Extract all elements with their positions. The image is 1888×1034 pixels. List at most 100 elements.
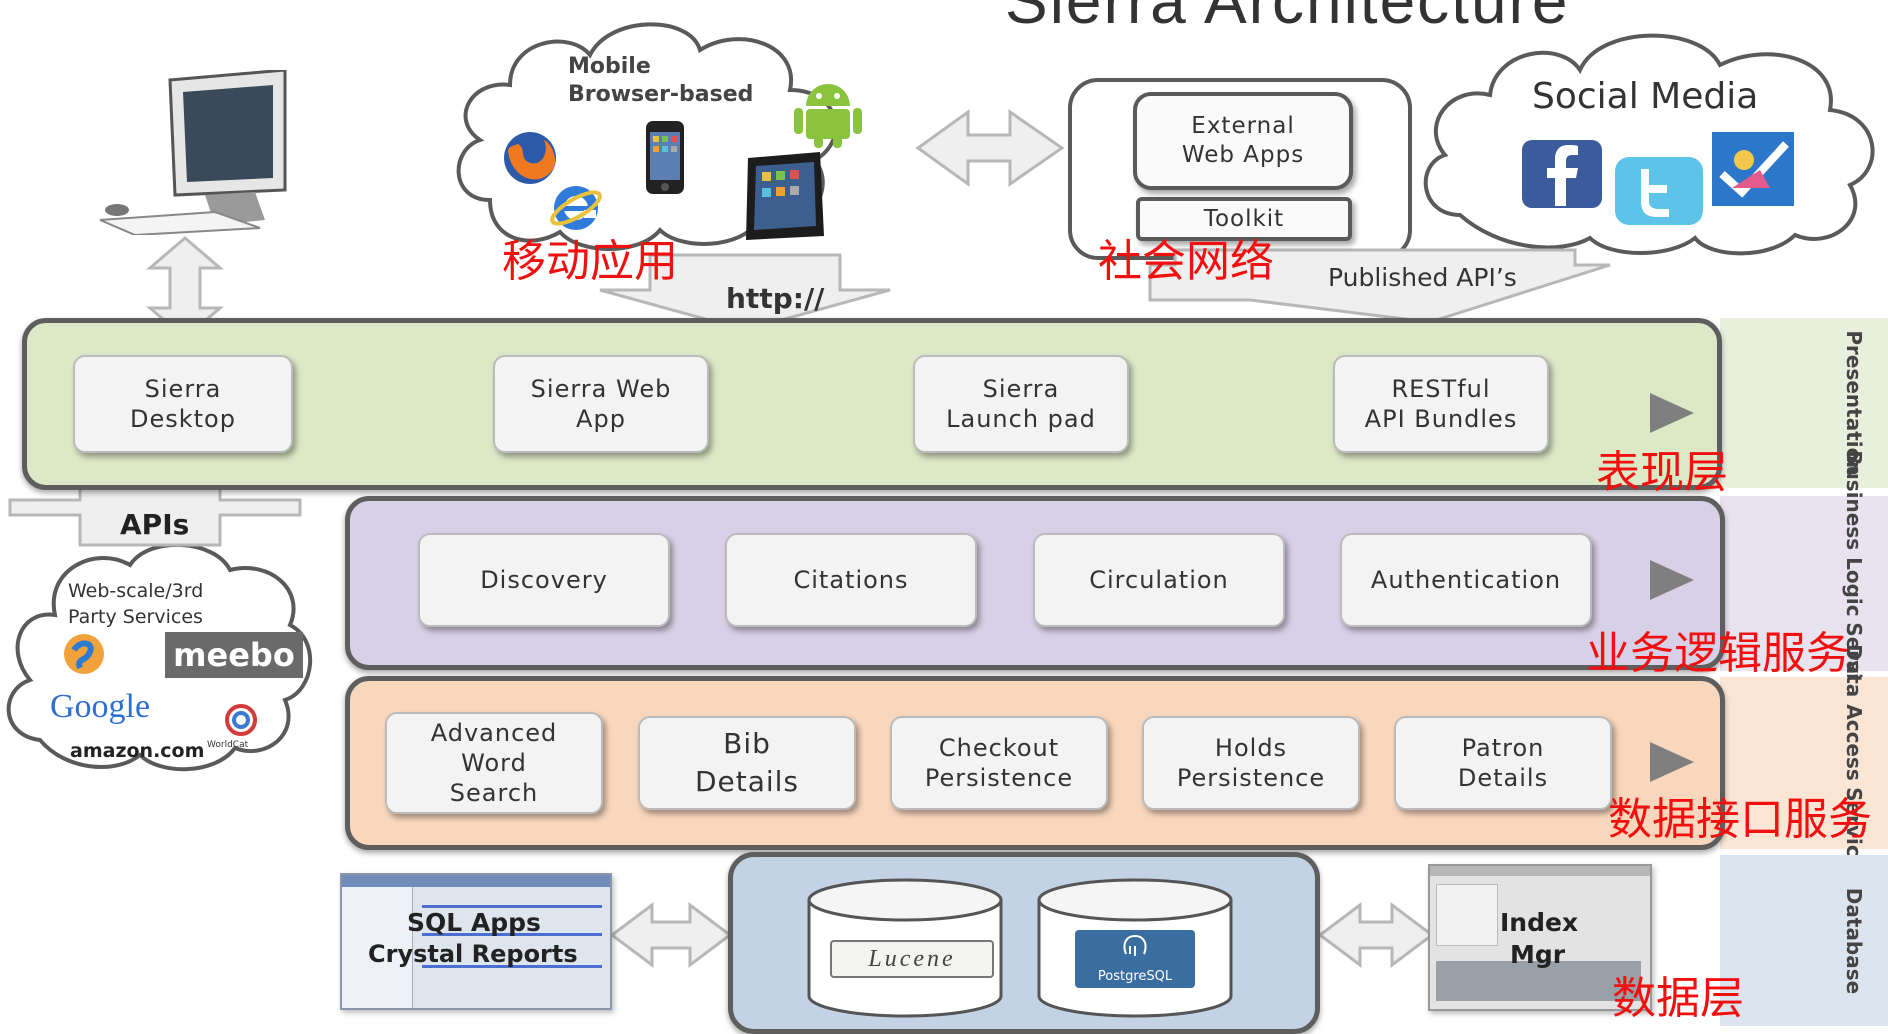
ipad-icon	[740, 150, 828, 242]
sierra-desktop-box: Sierra Desktop	[73, 355, 293, 453]
webscale-line2: Party Services	[68, 606, 203, 628]
authentication-label: Authentication	[1370, 566, 1562, 594]
restful-api-line1: RESTful	[1391, 375, 1491, 403]
iphone-icon	[645, 120, 685, 195]
sierra-web-app-box: Sierra Web App	[493, 355, 709, 453]
bib-details-line2: Details	[694, 765, 800, 798]
external-web-apps-box: External Web Apps	[1133, 92, 1353, 190]
side-label-data-access: Data Access Services	[1842, 644, 1866, 882]
sidebar-database: Database	[1720, 855, 1888, 1026]
published-apis-label: Published API’s	[1328, 263, 1517, 292]
sierra-launchpad-box: Sierra Launch pad	[913, 355, 1129, 453]
arrow-mobile-external	[915, 109, 1065, 187]
toolkit-box: Toolkit	[1136, 197, 1352, 241]
presentation-arrow-icon	[1650, 393, 1694, 433]
sierra-launchpad-line1: Sierra	[982, 375, 1060, 403]
checkout-persistence-box: Checkout Persistence	[890, 716, 1108, 810]
mobile-cloud-line2: Browser-based	[568, 82, 754, 107]
holds-persistence-box: Holds Persistence	[1142, 716, 1360, 810]
restful-api-box: RESTful API Bundles	[1333, 355, 1549, 453]
index-mgr-line2: Mgr	[1510, 940, 1566, 969]
annotation-social: 社会网络	[1098, 236, 1274, 287]
side-label-business-1: Business Logic	[1842, 449, 1866, 617]
holds-persistence-line2: Persistence	[1176, 764, 1326, 792]
arrow-sql-db	[609, 902, 733, 968]
social-media-label: Social Media	[1532, 76, 1759, 117]
sierra-launchpad-line2: Launch pad	[946, 405, 1096, 433]
restful-api-line2: API Bundles	[1364, 405, 1518, 433]
checkout-persistence-line2: Persistence	[924, 764, 1074, 792]
patron-details-line1: Patron	[1461, 734, 1545, 762]
annotation-business: 业务逻辑服务	[1586, 628, 1850, 679]
annotation-data-access: 数据接口服务	[1608, 794, 1872, 845]
sql-apps-screenshot	[340, 873, 612, 1010]
bib-details-line1: Bib	[723, 727, 771, 760]
external-web-apps-line2: Web Apps	[1181, 142, 1305, 168]
advanced-word-search-line1: Advanced	[430, 719, 558, 747]
postgresql-logo-text: PostgreSQL	[1097, 969, 1173, 984]
mobile-cloud-line1: Mobile	[568, 54, 651, 79]
amazon-logo: amazon.com	[70, 740, 205, 762]
circulation-label: Circulation	[1089, 566, 1229, 594]
thirdparty-cloud	[6, 543, 313, 772]
apis-label: APIs	[120, 508, 190, 541]
index-mgr-line1: Index	[1500, 908, 1579, 937]
meebo-text: meebo	[173, 636, 295, 674]
http-label: http://	[726, 282, 825, 315]
twitter-icon	[1613, 155, 1705, 227]
arrow-db-index	[1317, 902, 1435, 968]
citations-box: Citations	[725, 533, 977, 627]
discovery-box: Discovery	[418, 533, 670, 627]
patron-details-line2: Details	[1457, 764, 1549, 792]
diagram-title: Sierra Architecture	[1005, 0, 1570, 37]
meebo-logo: meebo	[165, 632, 303, 678]
crystal-reports-label: Crystal Reports	[368, 940, 578, 968]
lucene-logo-text: Lucene	[868, 945, 956, 972]
annotation-mobile: 移动应用	[502, 236, 678, 287]
advanced-word-search-line3: Search	[449, 779, 539, 807]
advanced-word-search-line2: Word	[461, 749, 527, 777]
postgresql-logo-icon: PostgreSQL	[1075, 930, 1195, 988]
sidebar-data-access: Data Access Services	[1720, 644, 1888, 882]
advanced-word-search-box: Advanced Word Search	[385, 712, 603, 814]
sliderocket-icon	[60, 632, 108, 676]
bib-details-box: Bib Details	[638, 716, 856, 810]
toolkit-label: Toolkit	[1203, 206, 1285, 232]
lucene-logo-icon: Lucene	[830, 940, 994, 978]
firefox-icon	[500, 128, 560, 188]
worldcat-icon	[215, 700, 267, 740]
side-label-database: Database	[1842, 887, 1866, 994]
sierra-web-app-line2: App	[576, 405, 626, 433]
sidebar-presentation: Presentation	[1720, 318, 1888, 488]
holds-persistence-line1: Holds	[1214, 734, 1288, 762]
sierra-web-app-line1: Sierra Web	[530, 375, 672, 403]
arrow-http	[599, 253, 891, 332]
side-label-data-access-1: Data Access	[1842, 644, 1866, 781]
android-icon	[790, 78, 866, 148]
discovery-label: Discovery	[480, 566, 608, 594]
sierra-desktop-line1: Sierra	[144, 375, 222, 403]
annotation-database: 数据层	[1612, 973, 1744, 1024]
facebook-icon	[1520, 138, 1604, 210]
google-logo: Google	[50, 688, 151, 725]
sierra-desktop-line2: Desktop	[130, 405, 236, 433]
worldcat-label: WorldCat	[207, 740, 249, 750]
arrow-published-apis	[1148, 248, 1611, 324]
circulation-box: Circulation	[1033, 533, 1285, 627]
citations-label: Citations	[793, 566, 909, 594]
index-mgr-screenshot	[1428, 864, 1652, 1011]
authentication-box: Authentication	[1340, 533, 1592, 627]
sql-apps-label: SQL Apps	[407, 908, 541, 937]
internet-explorer-icon	[548, 180, 604, 236]
delicious-icon	[1710, 130, 1796, 208]
desktop-computer-icon	[95, 68, 295, 237]
external-web-apps-line1: External	[1191, 113, 1295, 139]
annotation-presentation: 表现层	[1596, 447, 1728, 498]
checkout-persistence-line1: Checkout	[938, 734, 1060, 762]
patron-details-box: Patron Details	[1394, 716, 1612, 810]
side-label-presentation: Presentation	[1842, 330, 1866, 476]
sidebar-business: Business Logic Services	[1720, 450, 1888, 717]
data-access-arrow-icon	[1650, 742, 1694, 782]
business-arrow-icon	[1650, 560, 1694, 600]
webscale-line1: Web-scale/3rd	[68, 580, 204, 602]
